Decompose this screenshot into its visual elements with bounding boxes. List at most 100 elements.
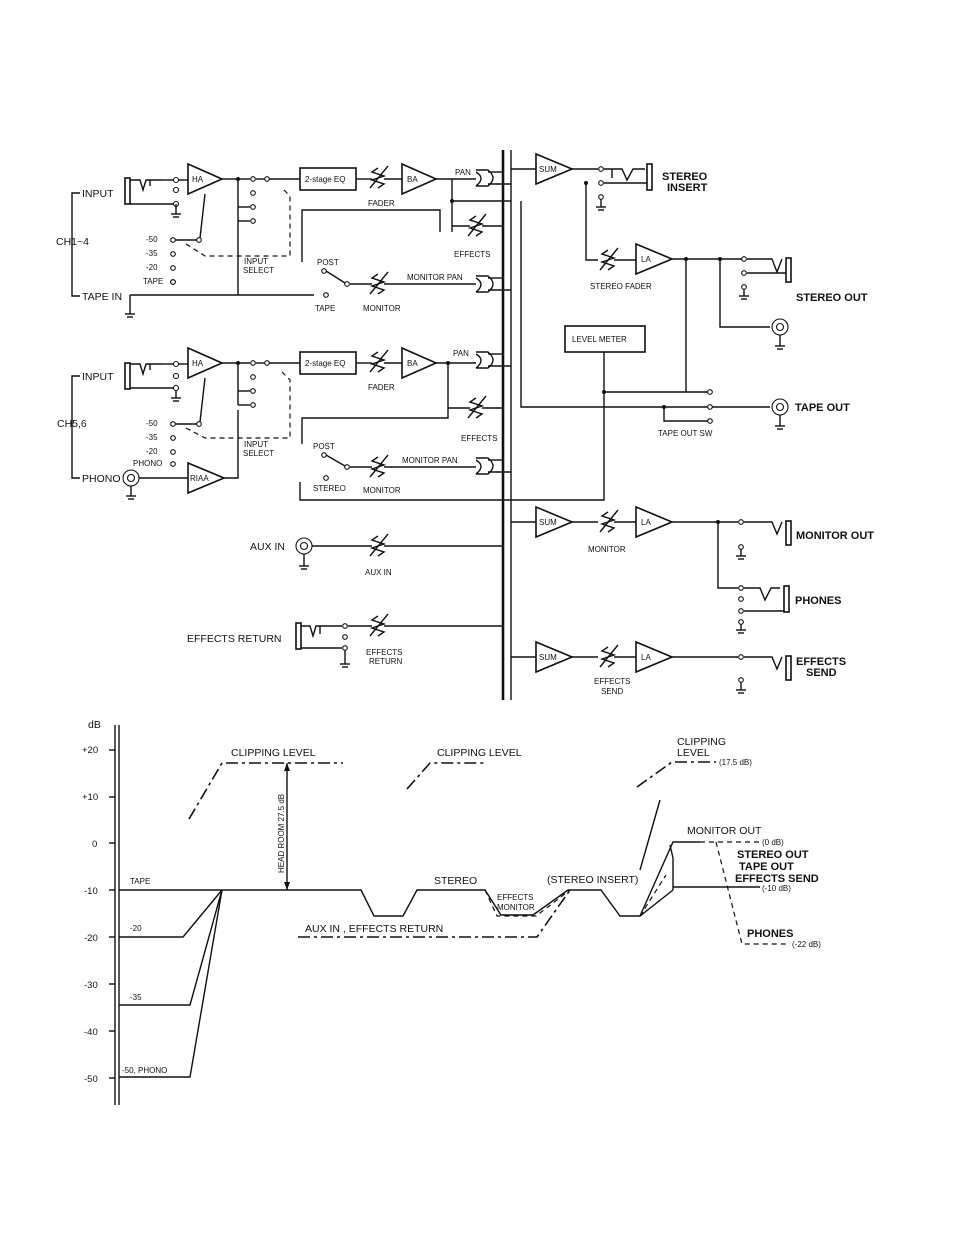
ground-icon <box>739 295 749 300</box>
effects-return-vr-icon <box>369 613 389 637</box>
y-tick-label: -30 <box>84 980 98 991</box>
clipping-level-label-1: CLIPPING LEVEL <box>231 747 316 759</box>
stereo-master-section: SUM STEREO INSERT STEREO FADER LA <box>299 152 868 501</box>
sens-tape: TAPE <box>143 277 163 286</box>
effects-return-vr-label-b: RETURN <box>369 657 403 666</box>
input-jack-label-ch1-4: INPUT <box>82 188 114 200</box>
ground-icon <box>775 345 785 350</box>
monitor-vr-icon <box>599 509 619 533</box>
phones-level-label: PHONES <box>747 928 793 940</box>
effects-return-strip: EFFECTS RETURN EFFECTS RETURN <box>187 613 503 668</box>
input-select-label-1b: SELECT <box>243 266 274 275</box>
stereo-level-label: STEREO <box>434 875 477 887</box>
stereo-insert-level-label: (STEREO INSERT) <box>547 874 638 886</box>
y-tick-label: -10 <box>84 886 98 897</box>
ground-icon <box>736 555 746 560</box>
outputs-value-label: (-10 dB) <box>762 884 791 893</box>
effects-label-2: EFFECTS <box>461 434 497 443</box>
effects-send-jack-icon <box>744 655 792 681</box>
clipping-level-label-2: CLIPPING LEVEL <box>437 747 522 759</box>
aux-in-label: AUX IN <box>250 541 285 553</box>
ground-icon <box>125 313 135 318</box>
sens2-m20: -20 <box>146 447 158 456</box>
pan-label-2: PAN <box>453 349 469 358</box>
fader-label-2: FADER <box>368 383 395 392</box>
input-select-label-1a: INPUT <box>244 257 268 266</box>
ground-icon <box>299 565 309 570</box>
input-jack-icon <box>124 177 175 205</box>
y-tick-label: -50 <box>84 1074 98 1085</box>
clipping-level-label-3a: CLIPPING <box>677 736 726 748</box>
effects-vr-icon-1 <box>467 213 487 237</box>
fader-icon-2 <box>369 349 389 373</box>
input-select-label-2b: SELECT <box>243 449 274 458</box>
fader-label-1: FADER <box>368 199 395 208</box>
aux-in-vr-label: AUX IN <box>365 568 392 577</box>
clipping-level-label-3b: LEVEL <box>677 747 710 759</box>
y-tick-label: 0 <box>92 839 97 850</box>
y-tick-label: -20 <box>84 933 98 944</box>
y-axis-unit: dB <box>88 719 101 731</box>
monitor-out-label: MONITOR OUT <box>796 530 874 542</box>
effects-vr-icon-2 <box>467 395 487 419</box>
ground-icon <box>736 689 746 694</box>
phono-label: PHONO <box>82 473 121 485</box>
la-label-monitor: LA <box>641 518 651 527</box>
eq-label-1: 2-stage EQ <box>305 175 345 184</box>
effects-send-level-label: EFFECTS SEND <box>735 873 819 885</box>
channel-5-6-strip: INPUT CH5,6 PHONO HA -50 -35 -20 PHONO <box>57 346 511 500</box>
monitor-vr-label: MONITOR <box>588 545 626 554</box>
ground-icon <box>340 663 350 668</box>
ba-label-1: BA <box>407 175 418 184</box>
tape-out-level-label: TAPE OUT <box>739 861 794 873</box>
monitor-out-jack-icon <box>744 520 792 546</box>
fader-icon-1 <box>369 165 389 189</box>
y-axis-ticks: +20 +10 0 -10 -20 -30 -40 -50 <box>82 745 115 1085</box>
monitor-pan-label-2: MONITOR PAN <box>402 456 458 465</box>
input-jack-icon <box>124 362 175 390</box>
stereo-fader-icon <box>599 247 619 271</box>
monitor-out-level-label: MONITOR OUT <box>687 825 762 837</box>
post-label-1: POST <box>317 258 339 267</box>
effects-return-vr-label-a: EFFECTS <box>366 648 402 657</box>
channel-1-4-strip: INPUT CH1~4 TAPE IN HA -50 -35 -20 TAPE <box>56 162 511 318</box>
effects-send-vr-label-b: SEND <box>601 687 623 696</box>
y-tick-label: -40 <box>84 1027 98 1038</box>
effects-send-vr-label-a: EFFECTS <box>594 677 630 686</box>
ha-label-2: HA <box>192 359 204 368</box>
rca-jack-icon <box>771 398 789 416</box>
y-tick-label: +20 <box>82 745 98 756</box>
phones-label: PHONES <box>795 595 841 607</box>
eq-label-2: 2-stage EQ <box>305 359 345 368</box>
monitor-pan-label-1: MONITOR PAN <box>407 273 463 282</box>
monitor-out-value-label: (0 dB) <box>762 838 784 847</box>
input-m20-label: -20 <box>130 924 142 933</box>
effects-return-label: EFFECTS RETURN <box>187 633 282 645</box>
stereo-out-jack-icon <box>747 257 792 283</box>
riaa-label: RIAA <box>190 474 209 483</box>
input-jack-label-ch5-6: INPUT <box>82 371 114 383</box>
sens-m50: -50 <box>146 235 158 244</box>
rca-jack-icon <box>295 537 313 555</box>
level-diagram: dB +20 +10 0 -10 -20 -30 -40 -50 CLIPPIN… <box>82 719 821 1105</box>
sens2-m35: -35 <box>146 433 158 442</box>
sens-m35: -35 <box>146 249 158 258</box>
stereo-out-level-label: STEREO OUT <box>737 849 809 861</box>
stereo-insert-label-a: STEREO <box>662 171 708 183</box>
la-label-stereo: LA <box>641 255 651 264</box>
ground-icon <box>126 495 136 500</box>
ch5-6-label: CH5,6 <box>57 418 87 430</box>
effects-send-label-a: EFFECTS <box>796 656 846 668</box>
monitor-vr-icon-2 <box>369 454 389 478</box>
ground-icon <box>775 425 785 430</box>
effects-monitor-label-a: EFFECTS <box>497 893 533 902</box>
monitor-output-section: SUM MONITOR LA MONITOR OUT <box>511 505 874 634</box>
effects-send-section: SUM EFFECTS SEND LA EFFECTS SEND <box>511 640 846 696</box>
ground-icon <box>736 629 746 634</box>
effects-return-jack-icon <box>295 622 342 650</box>
rca-jack-icon <box>122 469 140 487</box>
mix-bus-lines <box>501 150 512 700</box>
sum-label-stereo: SUM <box>539 165 557 174</box>
sens2-m50: -50 <box>146 419 158 428</box>
stereo-insert-jack-icon <box>604 163 653 191</box>
